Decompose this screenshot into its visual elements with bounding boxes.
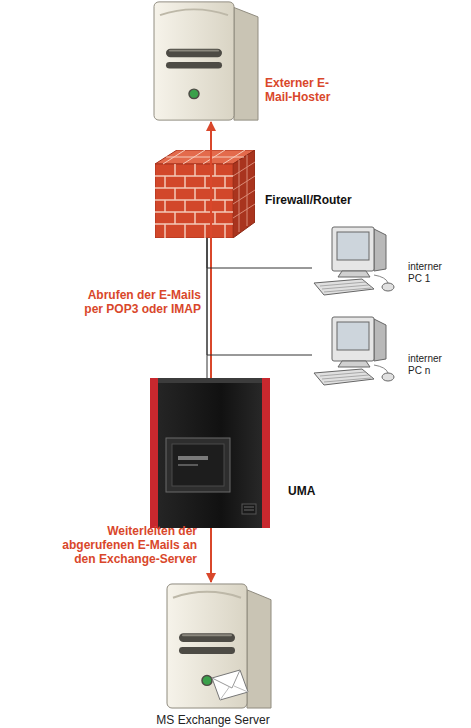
- server-icon: [165, 582, 275, 710]
- forward-arrow: [210, 528, 212, 582]
- pc-icon: [314, 317, 394, 385]
- appliance-icon: [150, 378, 270, 528]
- pc-label: interner PC 1: [408, 261, 453, 285]
- firewall-icon: [155, 150, 255, 238]
- server-icon: [152, 0, 262, 122]
- network-line: [207, 238, 312, 268]
- appliance-icon: [150, 378, 270, 528]
- pc-node: interner PC 1: [312, 225, 402, 297]
- server-label: Externer E-Mail-Hoster: [265, 76, 350, 104]
- pc-node: interner PC n: [312, 315, 402, 387]
- envelope-icon: [212, 670, 248, 700]
- server-icon: [167, 584, 271, 708]
- server-icon: [154, 2, 258, 120]
- firewall-node: Firewall/Router: [155, 150, 255, 238]
- firewall-label: Firewall/Router: [265, 193, 375, 207]
- pc-icon: [312, 225, 402, 297]
- pc-icon: [314, 227, 394, 295]
- edge-label: Weiterleiten der abgerufenen E-Mails an …: [55, 524, 197, 566]
- pc-icon: [312, 315, 402, 387]
- server-node: MS Exchange Server: [165, 582, 275, 710]
- appliance-label: UMA: [288, 484, 348, 498]
- server-node: Externer E-Mail-Hoster: [152, 0, 262, 122]
- fetch-arrow: [210, 122, 212, 378]
- firewall-icon: [155, 150, 255, 238]
- appliance-node: UMA: [150, 378, 270, 528]
- server-label: MS Exchange Server: [113, 713, 313, 727]
- edge-label: Abrufen der E-Mails per POP3 oder IMAP: [76, 288, 201, 316]
- network-line: [207, 238, 208, 378]
- network-line: [207, 238, 312, 355]
- pc-label: interner PC n: [408, 353, 453, 377]
